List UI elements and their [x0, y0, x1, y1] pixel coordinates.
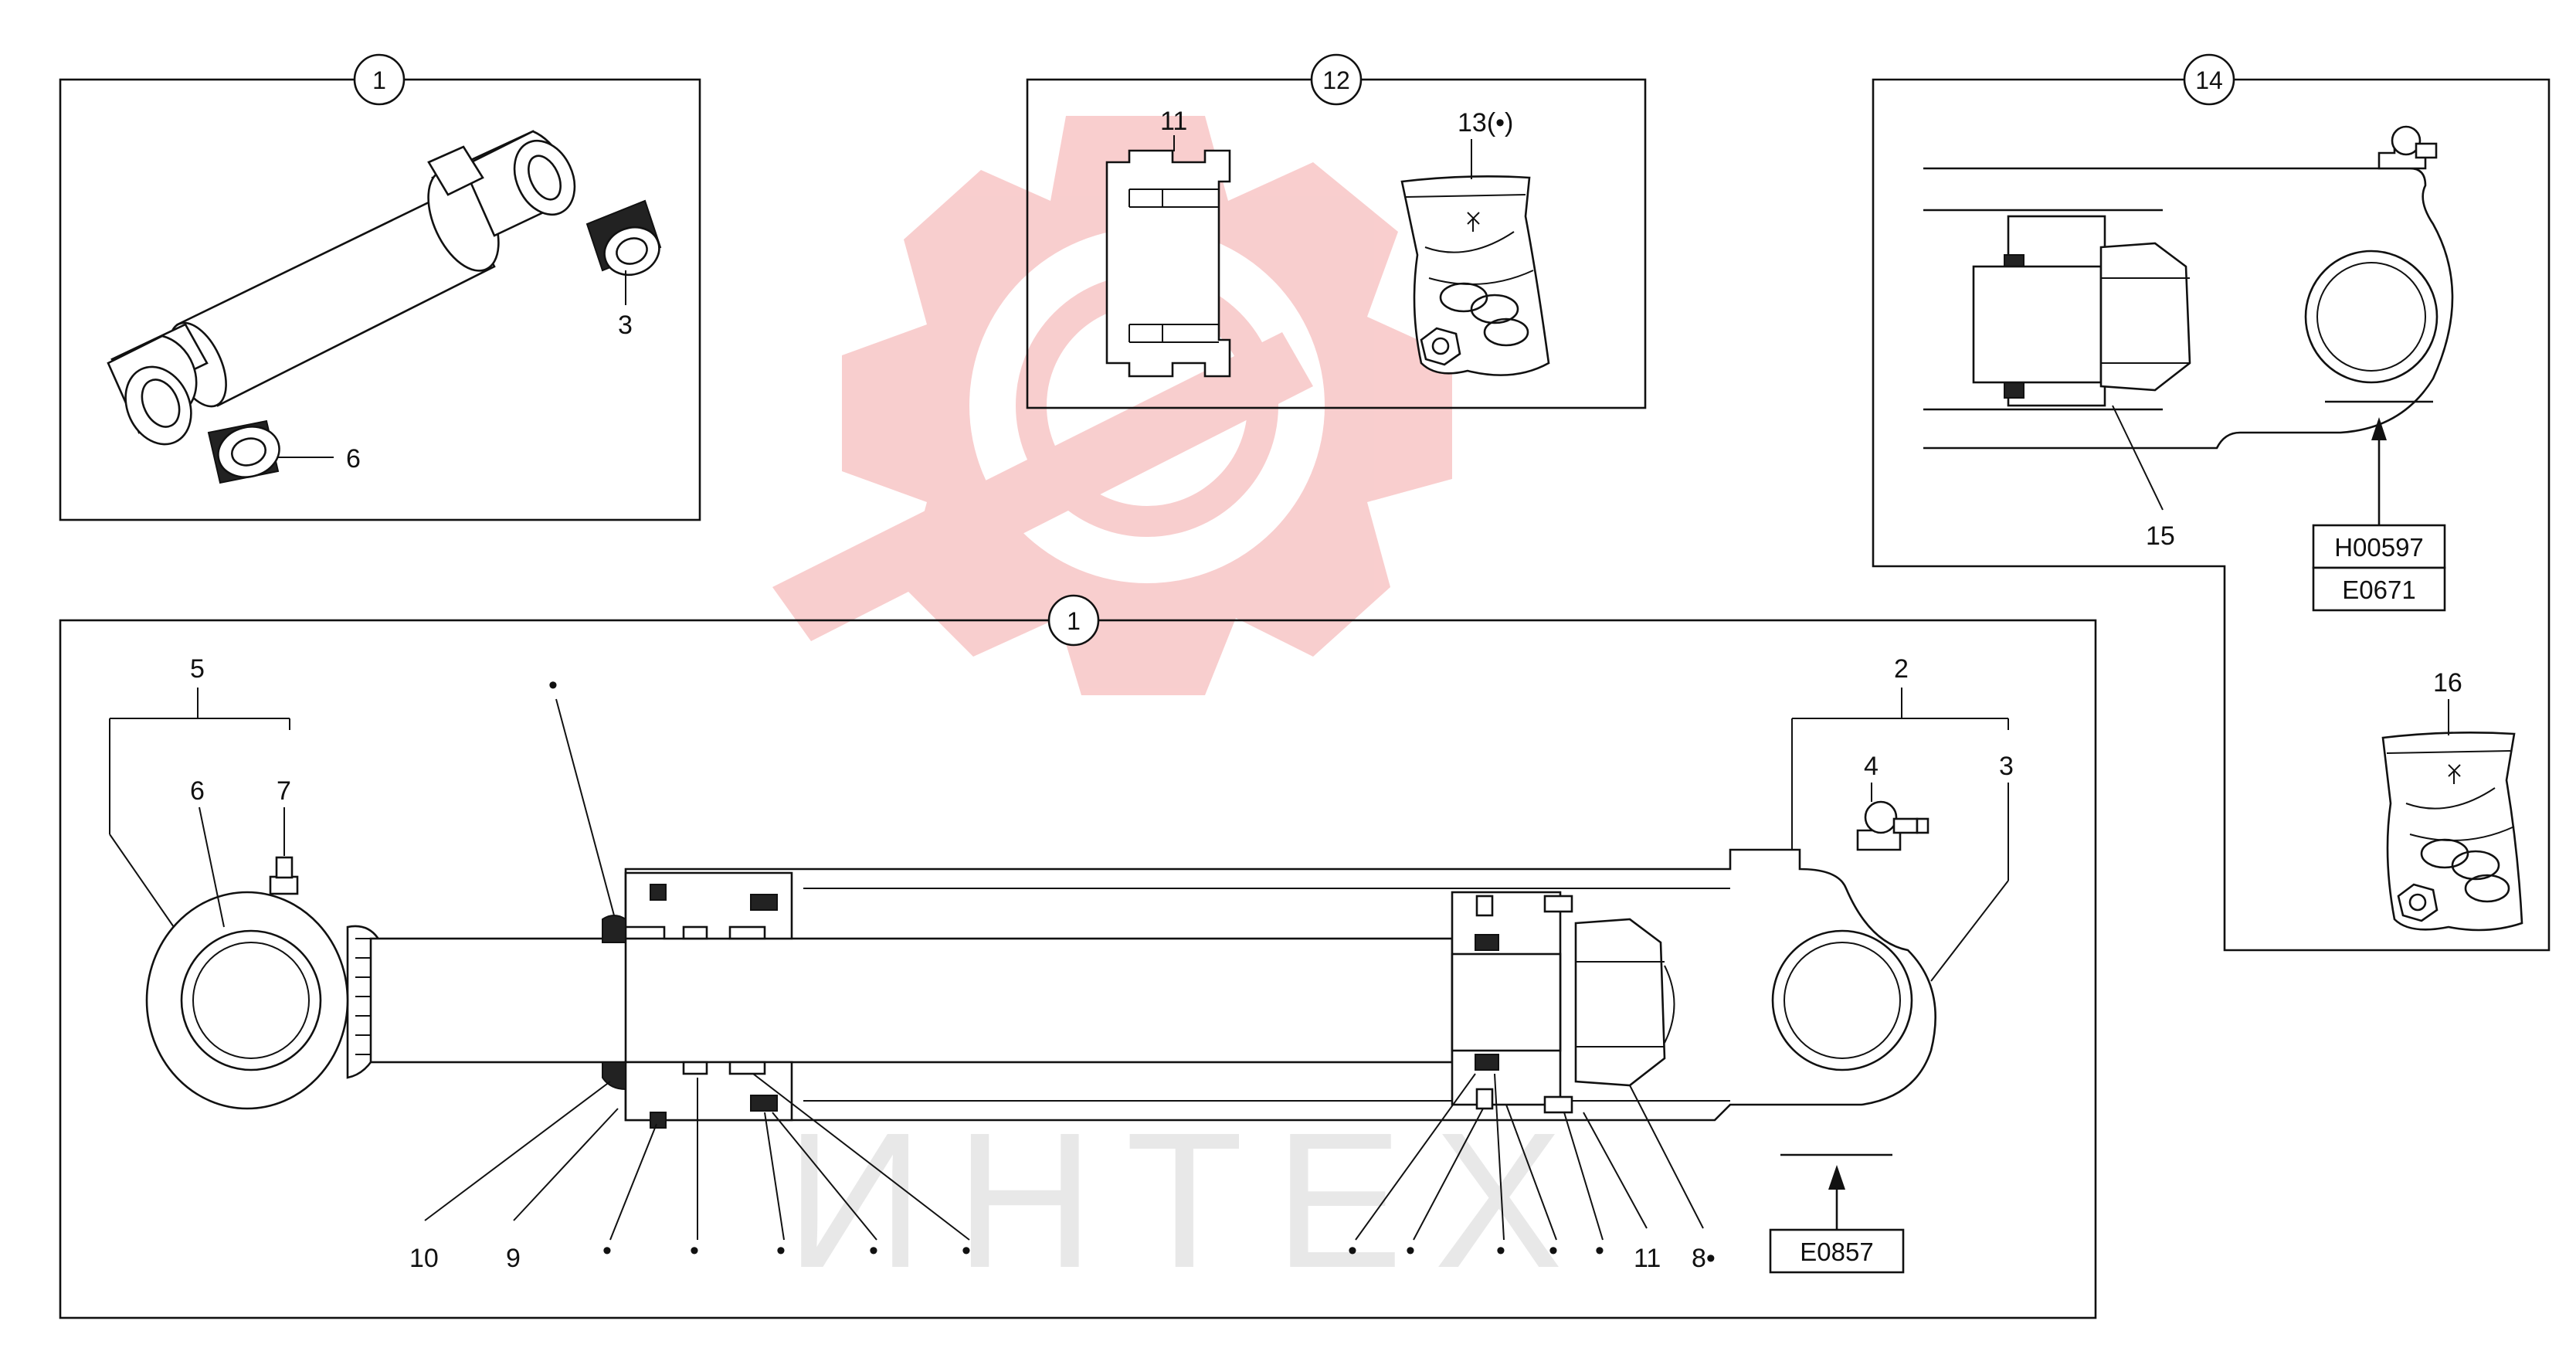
grease-fitting-icon — [1856, 800, 1929, 851]
group-callout-number: 14 — [2195, 66, 2223, 94]
group-main: 1 — [59, 594, 2097, 1319]
group-callout-number: 1 — [1067, 607, 1081, 635]
bullet-marker: • — [869, 1236, 878, 1265]
code-label-h00597: H00597 — [2334, 533, 2424, 562]
group-top-right: 14 15 H00597 E0671 — [1872, 53, 2551, 952]
bushing-icon-bottom — [207, 419, 280, 484]
watermark-logo: ИНТЕХ — [772, 116, 1593, 1308]
bullet-marker: • — [1406, 1236, 1415, 1265]
group-callout-circle — [1310, 53, 1363, 106]
watermark-wrench-icon — [772, 332, 1313, 641]
part-label-7: 7 — [277, 776, 291, 806]
part-label-6: 6 — [346, 444, 361, 474]
part-label-9: 9 — [506, 1244, 521, 1273]
part-label-4: 4 — [1864, 752, 1879, 781]
bullet-marker: • — [1496, 1236, 1505, 1265]
bushing-icon-top — [585, 199, 662, 277]
group-callout-circle — [353, 53, 406, 106]
bullet-marker: • — [962, 1236, 971, 1265]
part-label-11: 11 — [1634, 1244, 1661, 1273]
bullet-marker: • — [776, 1236, 786, 1265]
piston-icon — [1105, 149, 1231, 378]
grease-fitting-icon — [269, 856, 299, 895]
part-label-15: 15 — [2146, 521, 2175, 551]
group-top-middle: 12 11 13(•) — [1026, 53, 1647, 409]
seal-kit-bag-icon — [1400, 175, 1550, 376]
part-label-5: 5 — [190, 654, 205, 684]
section-arrow-icon — [1828, 1165, 1845, 1190]
group-callout-number: 1 — [372, 66, 386, 94]
code-label-e0671: E0671 — [2342, 576, 2415, 604]
part-label-16: 16 — [2433, 668, 2462, 698]
group-callout-number: 12 — [1322, 66, 1350, 94]
part-label-6: 6 — [190, 776, 205, 806]
watermark-text: ИНТЕХ — [786, 1092, 1593, 1308]
seal-kit-bag-icon — [2381, 732, 2523, 932]
part-label-2: 2 — [1894, 654, 1909, 684]
bullet-marker: • — [1595, 1236, 1604, 1265]
part-label-8: 8• — [1692, 1244, 1716, 1273]
part-label-3: 3 — [618, 311, 633, 340]
bullet-marker: • — [1348, 1236, 1357, 1265]
part-label-10: 10 — [409, 1244, 439, 1273]
rod-eye-left — [145, 856, 392, 1110]
part-label-11: 11 — [1160, 107, 1187, 136]
part-label-13: 13(•) — [1458, 108, 1513, 138]
bullet-marker: • — [1549, 1236, 1558, 1265]
bullet-marker: • — [602, 1236, 612, 1265]
section-arrow-icon — [2371, 417, 2387, 440]
group-callout-circle — [2183, 53, 2235, 106]
code-label-e0857: E0857 — [1800, 1238, 1873, 1266]
part-label-3: 3 — [1999, 752, 2014, 781]
group-callout-circle — [1047, 594, 1100, 647]
bullet-marker: • — [690, 1236, 699, 1265]
grease-fitting-icon — [2377, 125, 2438, 170]
cylinder-assembly-icon — [107, 130, 576, 446]
bullet-marker: • — [548, 671, 558, 700]
group-top-left: 1 3 6 — [59, 53, 701, 521]
